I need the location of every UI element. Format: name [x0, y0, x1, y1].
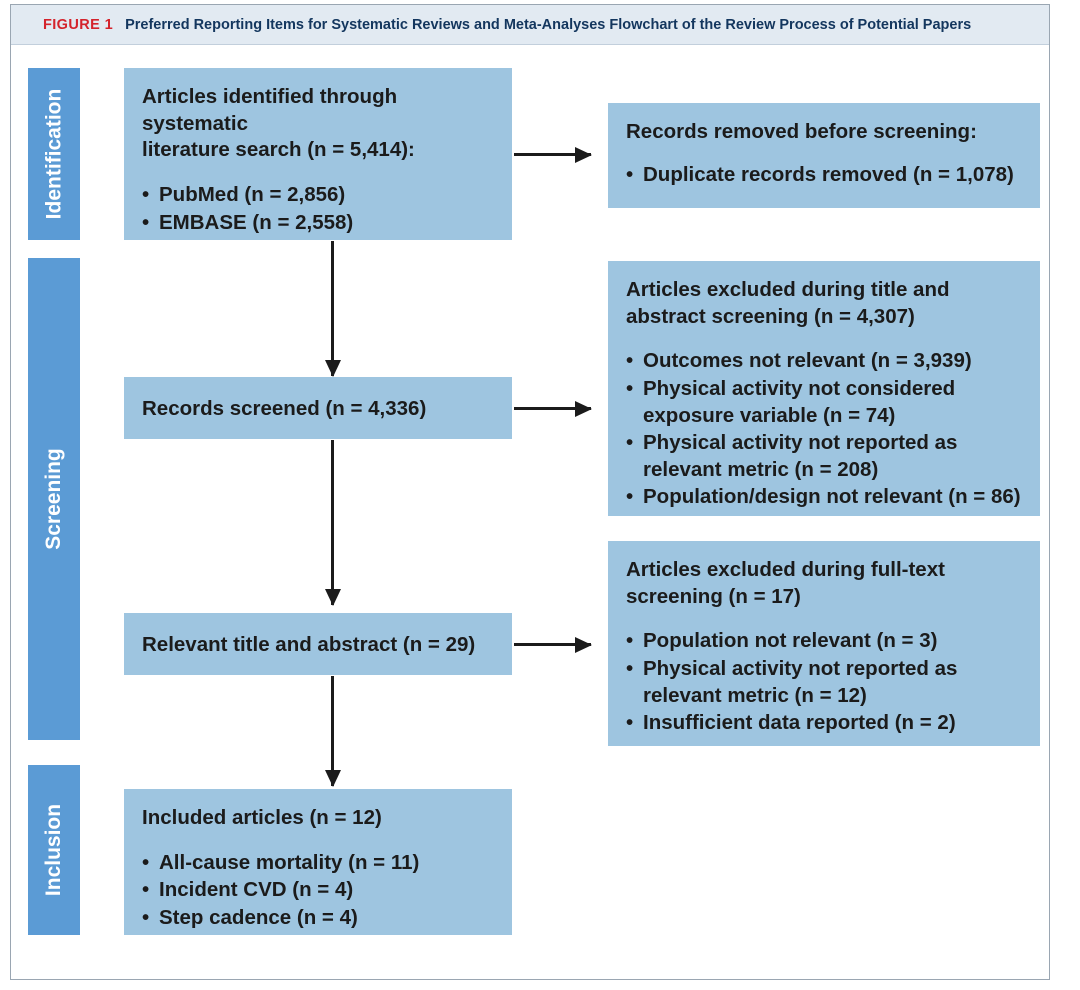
box-excluded-ta-item-0-l1: Outcomes not relevant (n = 3,939)	[643, 349, 972, 373]
box-articles-identified: Articles identified through systematic l…	[124, 68, 512, 240]
box-excluded-ft-item-1-l1: Physical activity not reported as	[643, 656, 958, 680]
phase-label-inclusion: Inclusion	[42, 803, 65, 897]
arrow-screened-to-excluded-ta	[514, 407, 591, 410]
list-item: Physical activity not reported as releva…	[626, 430, 1022, 483]
list-item: Incident CVD (n = 4)	[142, 877, 494, 904]
list-item: Outcomes not relevant (n = 3,939)	[626, 348, 1022, 375]
list-item: Duplicate records removed (n = 1,078)	[626, 162, 1022, 189]
box-excluded-title-abstract-head-line1: Articles excluded during title and	[626, 278, 950, 301]
box-excluded-ta-item-2-l1: Physical activity not reported as	[643, 431, 958, 455]
box-relevant-title-abstract: Relevant title and abstract (n = 29)	[124, 613, 512, 675]
phase-bar-inclusion: Inclusion	[28, 765, 80, 935]
list-item: Population/design not relevant (n = 86)	[626, 484, 1022, 511]
list-item: Step cadence (n = 4)	[142, 905, 494, 932]
list-item: Physical activity not reported as releva…	[626, 656, 1022, 709]
box-included-item-2: Step cadence (n = 4)	[159, 905, 358, 929]
box-excluded-ta-item-1-l2: exposure variable (n = 74)	[643, 403, 896, 427]
box-records-removed-item-0: Duplicate records removed (n = 1,078)	[643, 162, 1014, 186]
list-item: Insufficient data reported (n = 2)	[626, 710, 1022, 737]
box-excluded-full-text-head-line2: screening (n = 17)	[626, 584, 801, 608]
box-included-item-0: All-cause mortality (n = 11)	[159, 850, 420, 874]
figure-title: Preferred Reporting Items for Systematic…	[125, 16, 972, 33]
figure-label: FIGURE 1	[43, 16, 114, 33]
box-excluded-ta-item-1-l1: Physical activity not considered	[643, 376, 956, 400]
box-records-screened-head-line1: Records screened (n = 4,336)	[142, 396, 427, 420]
box-excluded-ft-item-2-l1: Insufficient data reported (n = 2)	[643, 711, 956, 735]
box-articles-identified-item-0: PubMed (n = 2,856)	[159, 182, 346, 206]
box-excluded-ta-item-3-l1: Population/design not relevant (n = 86)	[643, 485, 1021, 509]
list-item: All-cause mortality (n = 11)	[142, 850, 494, 877]
box-included-articles-head-line1: Included articles (n = 12)	[142, 806, 382, 829]
arrow-screened-to-relevant	[331, 440, 334, 605]
box-records-removed: Records removed before screening: Duplic…	[608, 103, 1040, 208]
box-articles-identified-head-line2: literature search (n = 5,414):	[142, 138, 415, 162]
list-item: EMBASE (n = 2,558)	[142, 210, 494, 237]
box-relevant-title-abstract-head-line1: Relevant title and abstract (n = 29)	[142, 632, 476, 656]
box-records-screened: Records screened (n = 4,336)	[124, 377, 512, 439]
arrow-relevant-to-included	[331, 676, 334, 786]
box-excluded-full-text: Articles excluded during full-text scree…	[608, 541, 1040, 746]
list-item: PubMed (n = 2,856)	[142, 182, 494, 209]
figure-header: FIGURE 1 Preferred Reporting Items for S…	[11, 5, 1049, 45]
box-articles-identified-item-1: EMBASE (n = 2,558)	[159, 210, 354, 234]
list-item: Population not relevant (n = 3)	[626, 628, 1022, 655]
list-item: Physical activity not considered exposur…	[626, 376, 1022, 429]
arrow-relevant-to-excluded-ft	[514, 643, 591, 646]
box-excluded-full-text-head-line1: Articles excluded during full-text	[626, 558, 945, 581]
phase-label-screening: Screening	[42, 448, 66, 550]
phase-bar-screening: Screening	[28, 258, 80, 740]
phase-label-identification: Identification	[42, 88, 66, 220]
box-excluded-ta-item-2-l2: relevant metric (n = 208)	[643, 457, 879, 481]
box-included-item-1: Incident CVD (n = 4)	[159, 878, 354, 902]
box-records-removed-head-line1: Records removed before screening:	[626, 120, 977, 143]
arrow-identified-to-screened	[331, 241, 334, 376]
box-excluded-ft-item-0-l1: Population not relevant (n = 3)	[643, 629, 938, 653]
box-articles-identified-head-line1: Articles identified through systematic	[142, 85, 398, 135]
box-excluded-ft-item-1-l2: relevant metric (n = 12)	[643, 683, 867, 707]
box-excluded-title-abstract-head-line2: abstract screening (n = 4,307)	[626, 304, 915, 328]
box-excluded-title-abstract: Articles excluded during title and abstr…	[608, 261, 1040, 516]
box-included-articles: Included articles (n = 12) All-cause mor…	[124, 789, 512, 935]
arrow-identified-to-removed	[514, 153, 591, 156]
phase-bar-identification: Identification	[28, 68, 80, 240]
